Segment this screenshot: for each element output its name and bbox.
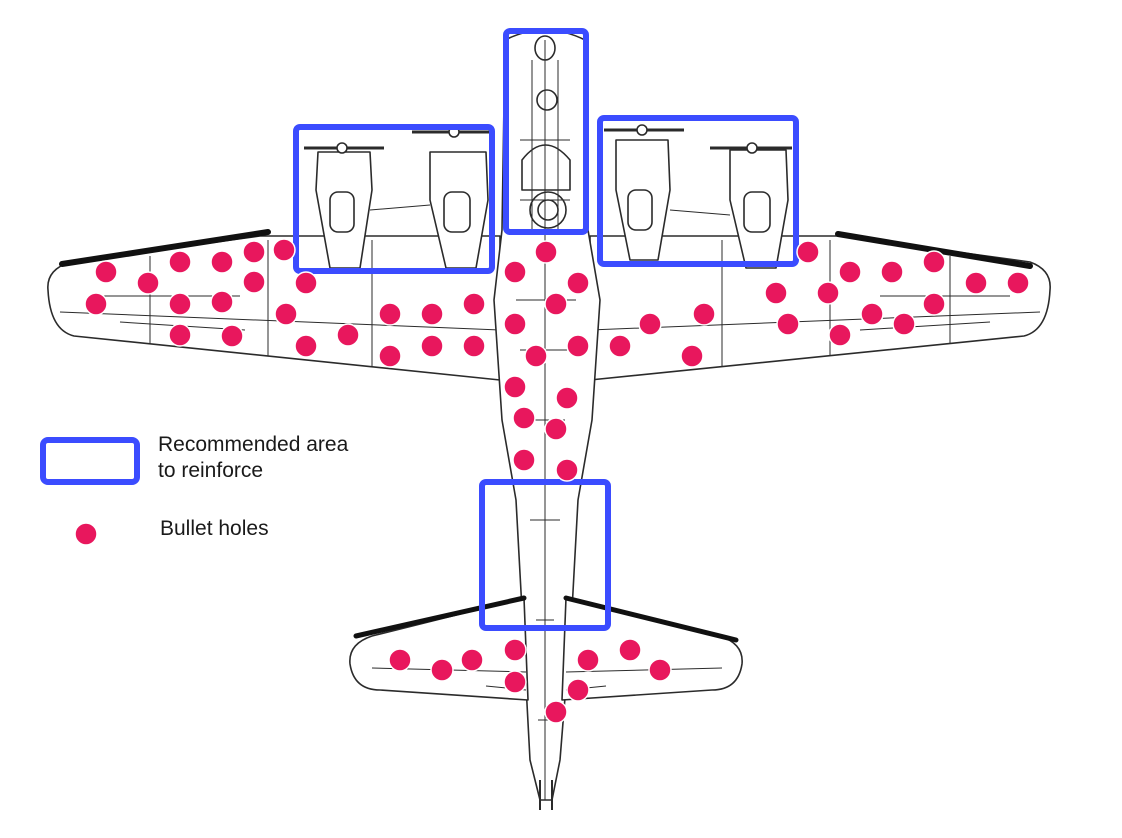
nose-turret [536, 89, 558, 111]
bullet-hole [534, 240, 558, 264]
bullet-hole [566, 678, 590, 702]
cockpit-canopy [521, 144, 571, 191]
bullet-hole [272, 238, 296, 262]
left-stabilizer-outline [349, 597, 529, 701]
legend-reinforce-line2: to reinforce [158, 459, 264, 482]
bullet-hole [680, 344, 704, 368]
bullet-hole [566, 334, 590, 358]
nose-dome [534, 35, 556, 61]
right-stabilizer-leading-edge [563, 595, 739, 643]
legend-bullet-hole-icon [74, 522, 98, 546]
top-turret [529, 191, 567, 229]
bullet-hole [544, 417, 568, 441]
bullet-hole [462, 334, 486, 358]
bullet-hole [922, 250, 946, 274]
bullet-hole [503, 312, 527, 336]
bullet-hole [922, 292, 946, 316]
bullet-hole [503, 375, 527, 399]
bullet-hole [210, 250, 234, 274]
bullet-hole [566, 271, 590, 295]
bullet-hole [136, 271, 160, 295]
bullet-hole [462, 292, 486, 316]
bullet-hole [838, 260, 862, 284]
bullet-hole [608, 334, 632, 358]
bullet-hole [460, 648, 484, 672]
top-turret-inner [537, 199, 559, 221]
reinforce-area-right-engines [597, 115, 799, 267]
bullet-hole [1006, 271, 1030, 295]
bullet-hole [388, 648, 412, 672]
bullet-hole [274, 302, 298, 326]
bullet-hole [168, 250, 192, 274]
left-stabilizer-leading-edge [353, 595, 527, 639]
bullet-holes [84, 238, 1030, 724]
legend-reinforce-line1: Recommended area [158, 433, 349, 456]
bullet-hole [84, 292, 108, 316]
bullet-hole [964, 271, 988, 295]
bullet-hole [420, 302, 444, 326]
bullet-hole [648, 658, 672, 682]
bullet-hole [796, 240, 820, 264]
bullet-hole [692, 302, 716, 326]
bullet-hole [294, 271, 318, 295]
bullet-hole [524, 344, 548, 368]
bullet-hole [94, 260, 118, 284]
bullet-hole [576, 648, 600, 672]
bullet-hole [618, 638, 642, 662]
legend-bullet-holes-label: Bullet holes [160, 517, 269, 540]
reinforce-areas [293, 28, 799, 631]
left-engines [304, 126, 494, 269]
bullet-hole [776, 312, 800, 336]
bullet-hole [764, 281, 788, 305]
bullet-hole [168, 323, 192, 347]
bullet-hole [378, 344, 402, 368]
reinforce-area-tail-section [479, 479, 611, 631]
legend-reinforce-label: Recommended area to reinforce [158, 432, 348, 484]
bullet-hole [816, 281, 840, 305]
bullet-hole [892, 312, 916, 336]
bullet-hole [503, 670, 527, 694]
right-engines [604, 124, 792, 269]
legend-reinforce-box-icon [40, 437, 140, 485]
reinforce-area-left-engines [293, 124, 495, 274]
bullet-hole [242, 270, 266, 294]
bullet-hole [168, 292, 192, 316]
bullet-hole [378, 302, 402, 326]
bullet-hole [336, 323, 360, 347]
bullet-hole [242, 240, 266, 264]
bullet-hole [294, 334, 318, 358]
bullet-hole [828, 323, 852, 347]
bullet-hole [544, 700, 568, 724]
bullet-hole [860, 302, 884, 326]
right-wing-leading-edge [835, 231, 1033, 269]
bullet-hole [430, 658, 454, 682]
bullet-hole [638, 312, 662, 336]
bullet-hole [420, 334, 444, 358]
bullet-hole [555, 386, 579, 410]
bullet-hole [220, 324, 244, 348]
left-wing-leading-edge [59, 229, 271, 267]
bullet-hole [555, 458, 579, 482]
tail-gun [539, 780, 553, 810]
bullet-hole [512, 406, 536, 430]
bullet-hole [544, 292, 568, 316]
bullet-hole [512, 448, 536, 472]
bullet-hole [503, 260, 527, 284]
bullet-hole [210, 290, 234, 314]
bullet-hole [503, 638, 527, 662]
bullet-hole [880, 260, 904, 284]
reinforce-area-cockpit [503, 28, 589, 235]
